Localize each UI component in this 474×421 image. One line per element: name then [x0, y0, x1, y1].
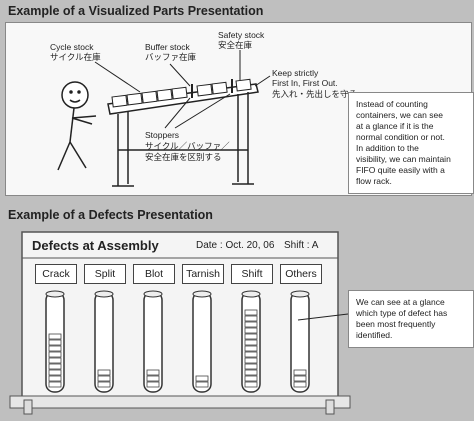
note-line: In addition to the	[356, 143, 419, 153]
defect-block	[293, 381, 307, 388]
section-heading-visualized: Example of a Visualized Parts Presentati…	[8, 4, 264, 18]
category-label-split: Split	[84, 264, 126, 284]
note-line: flow rack.	[356, 176, 392, 186]
tube-rim	[192, 290, 212, 298]
category-label-crack: Crack	[35, 264, 77, 284]
tube-rim	[143, 290, 163, 298]
defect-block	[146, 381, 160, 388]
defect-block	[195, 381, 209, 388]
section-heading-defects: Example of a Defects Presentation	[8, 208, 213, 222]
defect-block	[48, 345, 62, 352]
defect-block	[244, 369, 258, 376]
defect-block	[48, 351, 62, 358]
label-stoppers-jp2: 安全在庫を区別する	[145, 152, 222, 162]
label-cycle-stock-jp: サイクル在庫	[50, 52, 101, 62]
defects-note: We can see at a glance which type of def…	[348, 290, 474, 348]
leader-lines	[94, 50, 271, 129]
note-line: Instead of counting	[356, 99, 428, 109]
defect-block	[48, 363, 62, 370]
defect-block	[48, 339, 62, 346]
defect-block	[48, 381, 62, 388]
stoppers	[191, 79, 233, 98]
tube-rim	[290, 290, 310, 298]
defect-block	[244, 327, 258, 334]
defect-block	[244, 309, 258, 316]
defect-block	[97, 375, 111, 382]
worker-figure	[57, 81, 97, 171]
defect-block	[244, 351, 258, 358]
defect-block	[48, 369, 62, 376]
defect-block	[146, 375, 160, 382]
label-buffer-stock: Buffer stock	[145, 42, 190, 52]
category-label-blot: Blot	[133, 264, 175, 284]
tube-rim	[241, 290, 261, 298]
label-stoppers: Stoppers	[145, 130, 180, 140]
defect-block	[48, 375, 62, 382]
category-label-shift: Shift	[231, 264, 273, 284]
note-line: containers, we can see	[356, 110, 443, 120]
defect-block	[244, 333, 258, 340]
note-line: identified.	[356, 330, 393, 340]
board-date: Date : Oct. 20, 06	[196, 240, 275, 251]
note-line: normal condition or not.	[356, 132, 445, 142]
defect-block	[48, 357, 62, 364]
defect-tubes	[45, 290, 310, 393]
board-shift: Shift : A	[284, 240, 319, 251]
defect-block	[244, 345, 258, 352]
rack-containers	[111, 78, 252, 108]
category-label-tarnish: Tarnish	[182, 264, 224, 284]
defect-block	[244, 363, 258, 370]
label-safety-stock-jp: 安全在庫	[218, 40, 253, 50]
board-title: Defects at Assembly	[32, 238, 159, 253]
defect-block	[244, 357, 258, 364]
label-fifo-2: First In, First Out.	[272, 78, 338, 88]
defect-block	[293, 369, 307, 376]
note-line: at a glance if it is the	[356, 121, 434, 131]
defect-block	[146, 369, 160, 376]
defect-block	[244, 381, 258, 388]
defect-block	[97, 381, 111, 388]
tube-rim	[45, 290, 65, 298]
note-line: been most frequently	[356, 319, 436, 329]
defect-note-leader	[297, 313, 349, 321]
label-buffer-stock-jp: バッファ在庫	[145, 52, 197, 62]
defect-block	[244, 315, 258, 322]
defect-block	[195, 375, 209, 382]
defect-block	[244, 339, 258, 346]
defect-block	[293, 375, 307, 382]
flow-rack-note: Instead of counting containers, we can s…	[348, 92, 474, 194]
label-fifo-1: Keep strictly	[272, 68, 319, 78]
defects-board	[9, 231, 351, 415]
note-line: which type of defect has	[356, 308, 448, 318]
category-label-others: Others	[280, 264, 322, 284]
defect-block	[244, 321, 258, 328]
label-stoppers-jp1: サイクル／バッファ／	[145, 141, 230, 151]
label-safety-stock: Safety stock	[218, 30, 265, 40]
note-line: We can see at a glance	[356, 297, 445, 307]
defect-block	[244, 375, 258, 382]
defect-block	[97, 369, 111, 376]
defect-block	[48, 333, 62, 340]
label-cycle-stock: Cycle stock	[50, 42, 94, 52]
tube-rim	[94, 290, 114, 298]
note-line: FIFO quite easily with a	[356, 165, 445, 175]
note-line: visibility, we can maintain	[356, 154, 451, 164]
label-fifo-jp: 先入れ・先出しを守る	[272, 89, 358, 99]
